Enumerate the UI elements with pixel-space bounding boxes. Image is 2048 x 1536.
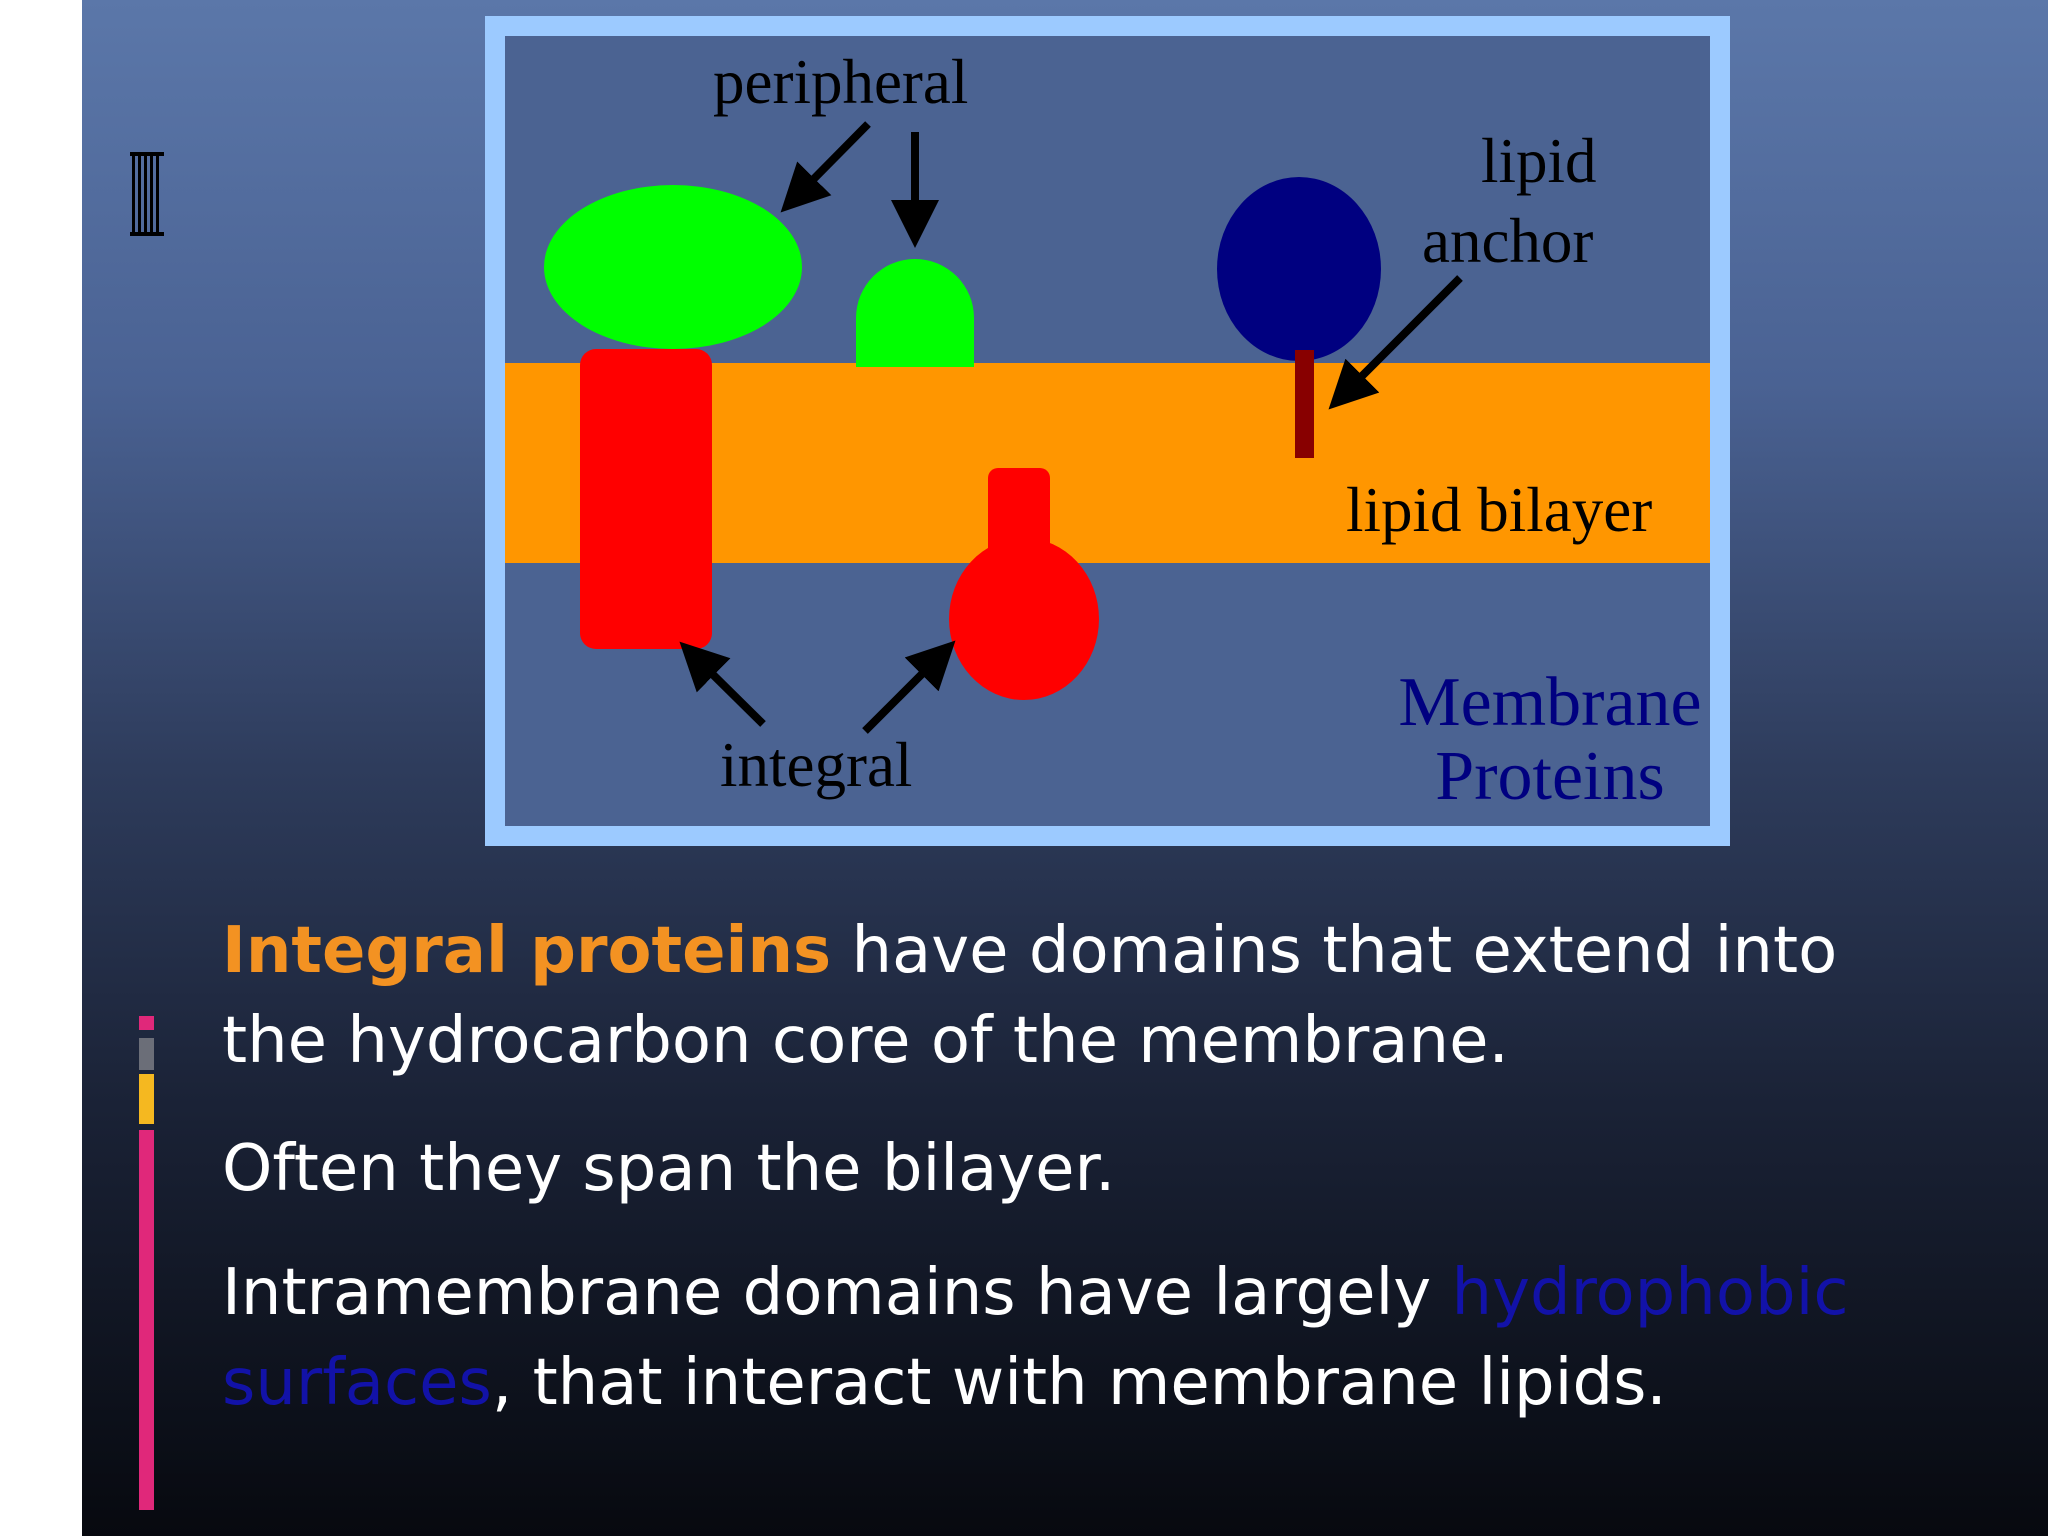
term-integral-proteins: Integral proteins bbox=[222, 914, 832, 988]
anchored-protein bbox=[1217, 177, 1381, 361]
integral-protein-ball bbox=[949, 538, 1099, 700]
decorative-segment-gray bbox=[139, 1038, 154, 1070]
membrane-proteins-figure: peripheral lipid anchor lipid bilayer in… bbox=[485, 16, 1730, 846]
slide: peripheral lipid anchor lipid bilayer in… bbox=[82, 0, 2048, 1536]
figure-title-line1: Membrane bbox=[1398, 664, 1702, 741]
paragraph-1-text: have domains that extend into the hydroc… bbox=[222, 914, 1838, 1078]
peripheral-protein-large bbox=[544, 185, 802, 349]
label-lipid: lipid bbox=[1481, 126, 1597, 196]
paragraph-span-bilayer: Often they span the bilayer. bbox=[222, 1124, 1942, 1214]
label-integral: integral bbox=[720, 730, 913, 800]
figure-title: Membrane Proteins bbox=[1320, 666, 1780, 814]
figure-drawing bbox=[505, 36, 1710, 826]
label-peripheral: peripheral bbox=[713, 47, 969, 117]
arrow-lipid-anchor bbox=[1328, 275, 1463, 410]
peripheral-protein-dome bbox=[856, 259, 974, 367]
label-lipid-bilayer: lipid bilayer bbox=[1346, 475, 1653, 545]
figure-title-line2: Proteins bbox=[1435, 738, 1665, 815]
lipid-anchor-stem bbox=[1295, 350, 1314, 458]
decorative-segment-pink bbox=[139, 1130, 154, 1510]
paragraph-2-text: Often they span the bilayer. bbox=[222, 1132, 1116, 1206]
paragraph-3-text-start: Intramembrane domains have largely bbox=[222, 1256, 1452, 1330]
arrow-integral-left bbox=[679, 641, 766, 727]
paragraph-3-text-end: , that interact with membrane lipids. bbox=[491, 1346, 1667, 1420]
integral-protein-spanning bbox=[580, 349, 712, 649]
decorative-segment-pink-top bbox=[139, 1016, 154, 1030]
arrow-peripheral-left bbox=[780, 121, 871, 213]
paragraph-intramembrane: Intramembrane domains have largely hydro… bbox=[222, 1248, 1942, 1428]
paragraph-integral-proteins: Integral proteins have domains that exte… bbox=[222, 906, 1942, 1086]
arrow-integral-right bbox=[862, 640, 956, 734]
label-anchor: anchor bbox=[1422, 206, 1594, 276]
decorative-bars bbox=[130, 152, 164, 236]
term-hydrophobic-surfaces: hydrophobic surfaces bbox=[222, 1256, 1849, 1420]
decorative-segment-yellow bbox=[139, 1074, 154, 1124]
